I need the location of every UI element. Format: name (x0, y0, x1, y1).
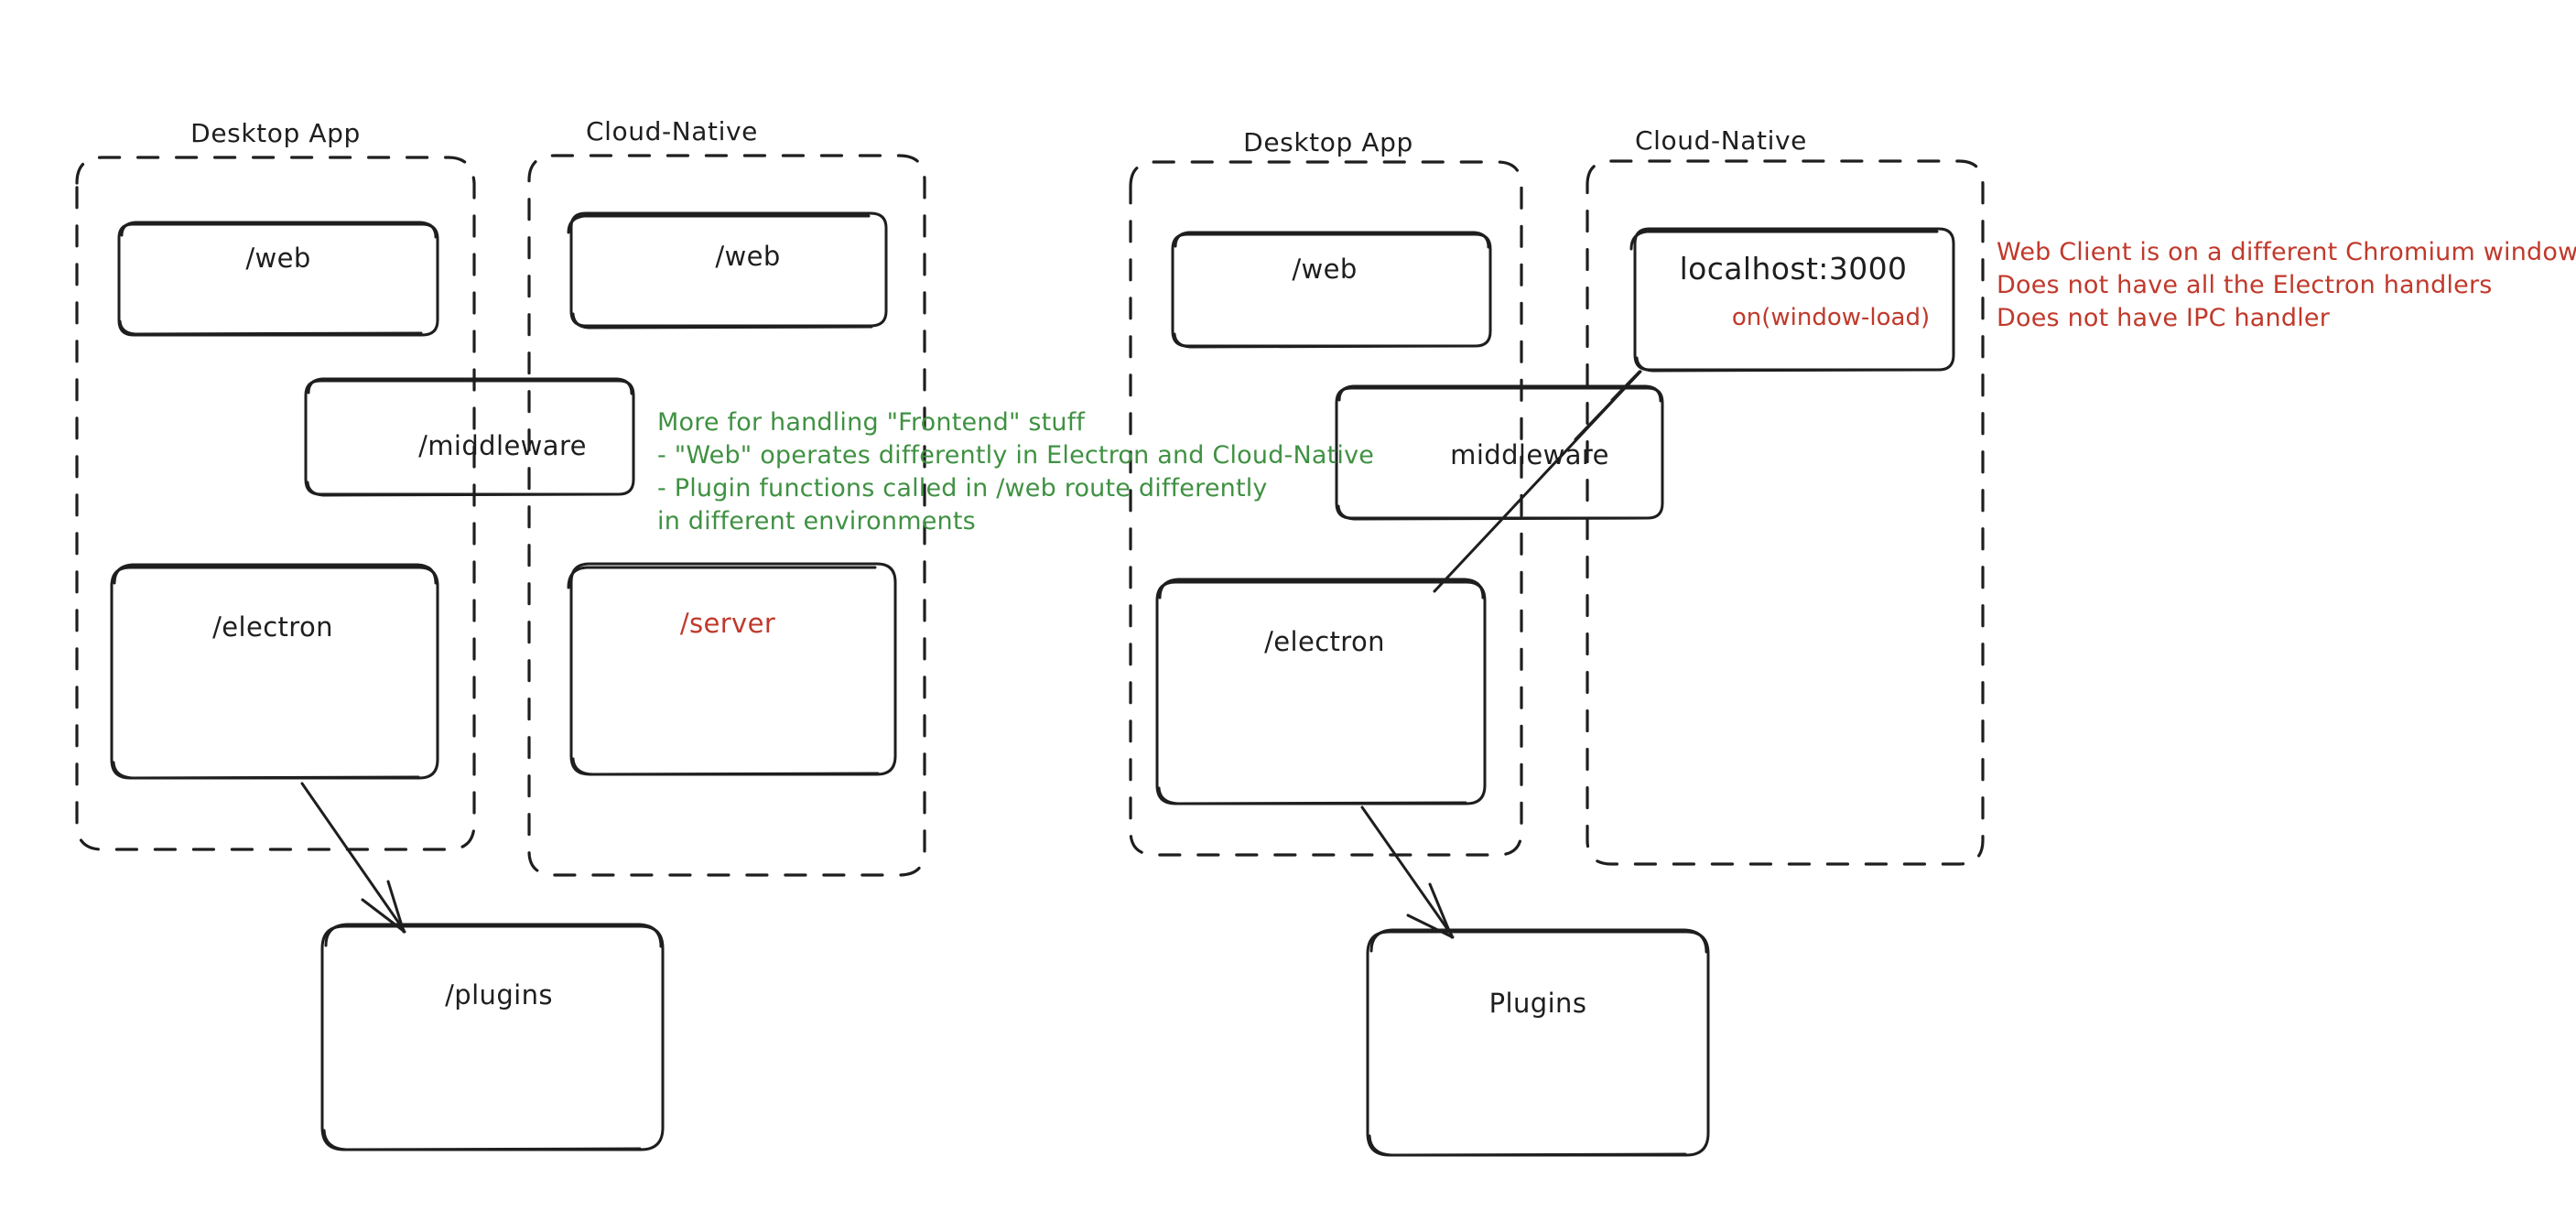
node-label-left-electron: /electron (212, 611, 333, 643)
annotation-right-line-3: Does not have IPC handler (1997, 303, 2331, 332)
annotation-right-line-1: Web Client is on a different Chromium wi… (1997, 238, 2576, 266)
annotation-right-red-note: Web Client is on a different Chromium wi… (1997, 236, 2576, 335)
group-title-left-cloud: Cloud-Native (586, 116, 758, 146)
node-label-left-plugins: /plugins (445, 979, 553, 1010)
node-left-server (567, 562, 897, 776)
node-right-electron (1155, 578, 1487, 805)
node-label-left-desktop-web: /web (245, 243, 311, 274)
node-label-right-electron: /electron (1264, 626, 1385, 657)
annotation-left-line-2: - "Web" operates differently in Electron… (657, 440, 1375, 470)
annotation-left-green-note: More for handling "Frontend" stuff - "Web… (657, 406, 1374, 538)
group-title-right-cloud: Cloud-Native (1635, 125, 1807, 156)
node-left-middleware (304, 377, 635, 497)
node-left-cloud-web (567, 211, 888, 330)
node-right-middleware (1335, 384, 1664, 521)
node-left-desktop-web (117, 221, 439, 337)
node-label-right-desktop-web: /web (1292, 254, 1358, 285)
annotation-left-line-3: - Plugin functions called in /web route … (657, 473, 1268, 503)
node-label-right-localhost: localhost:3000 (1679, 251, 1908, 286)
group-title-left-desktop: Desktop App (190, 118, 361, 148)
node-label-right-plugins: Plugins (1488, 988, 1587, 1019)
edge-right-electron-to-plugins (1360, 805, 1455, 939)
annotation-left-line-4: in different environments (657, 506, 976, 535)
node-label-left-server: /server (679, 608, 776, 639)
group-left-cloud (527, 154, 926, 877)
node-right-localhost (1629, 227, 1955, 373)
node-sublabel-right-localhost-onwindowload: on(window-load) (1731, 304, 1931, 331)
node-label-left-middleware: /middleware (418, 430, 587, 461)
node-label-left-cloud-web: /web (715, 241, 781, 272)
edge-right-electron-to-localhost (1433, 370, 1642, 593)
node-label-right-middleware: middleware (1450, 439, 1609, 470)
node-left-plugins (320, 923, 665, 1151)
annotation-right-line-2: Does not have all the Electron handlers (1997, 270, 2493, 299)
annotation-left-line-1: More for handling "Frontend" stuff (657, 408, 1086, 437)
group-right-cloud (1586, 159, 1985, 866)
group-left-desktop (75, 156, 476, 851)
edge-left-electron-to-plugins (300, 782, 406, 934)
node-right-desktop-web (1171, 231, 1492, 349)
node-right-plugins (1366, 928, 1710, 1157)
group-right-desktop (1129, 160, 1523, 857)
group-title-right-desktop: Desktop App (1243, 127, 1413, 157)
node-left-electron (110, 563, 439, 780)
